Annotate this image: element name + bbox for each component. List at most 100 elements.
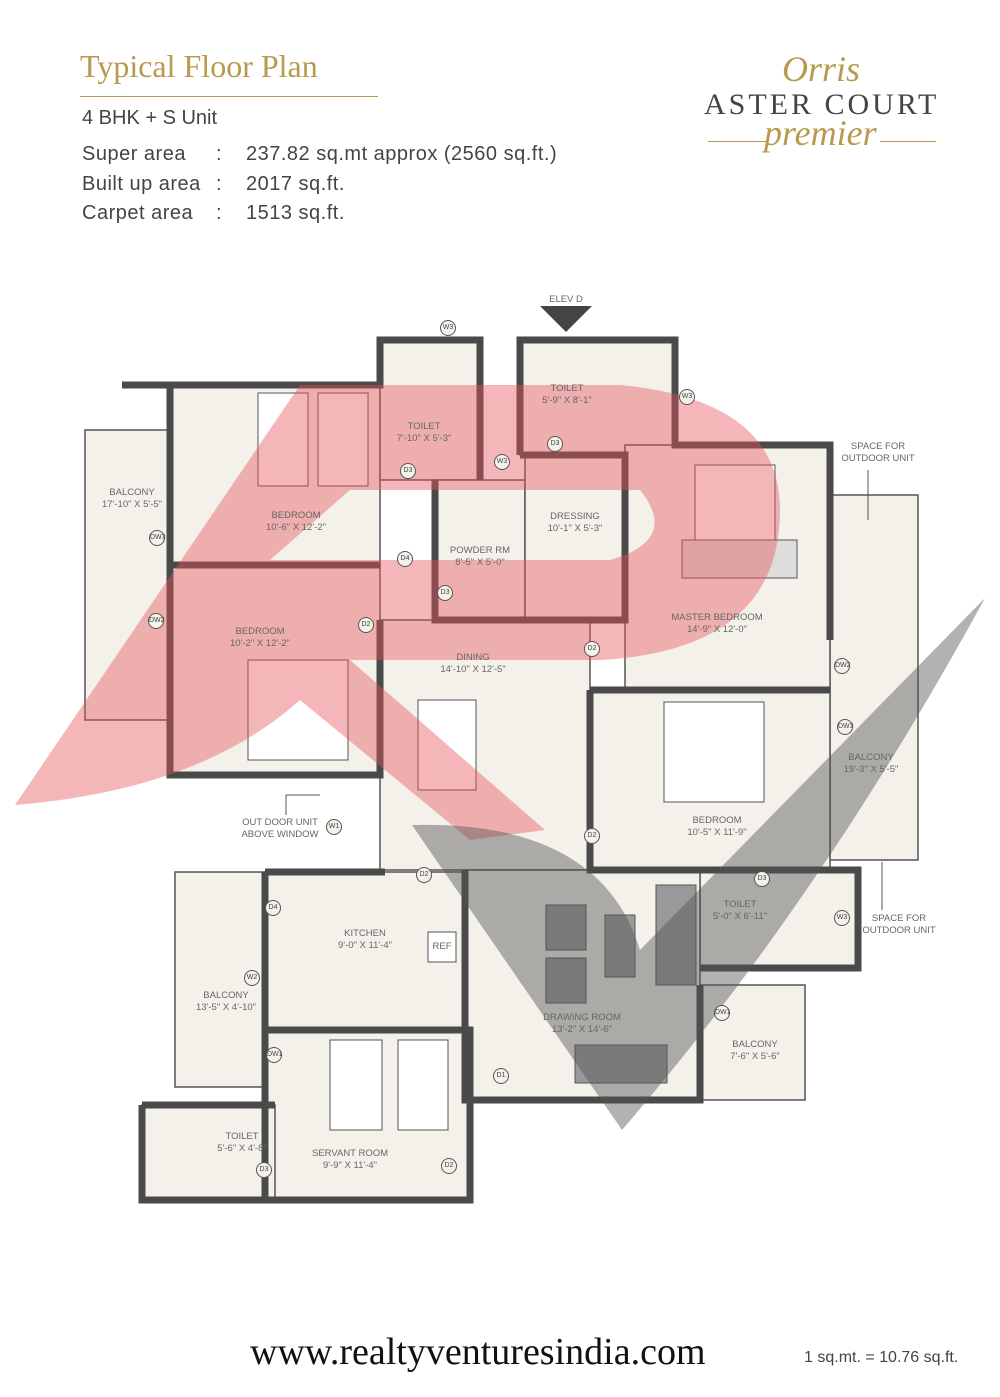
room-name: TOILET — [723, 899, 757, 910]
door-tag: DW3 — [149, 530, 166, 546]
rug — [681, 539, 798, 579]
room-size: 8'-5" X 5'-0" — [455, 557, 505, 568]
room-name: BEDROOM — [692, 815, 742, 826]
logo-orris: Orris — [782, 49, 861, 89]
room-name: TOILET — [550, 383, 584, 394]
unit-conversion: 1 sq.mt. = 10.76 sq.ft. — [804, 1349, 959, 1366]
dining-table — [417, 699, 477, 791]
spec-carpet-area: Carpet area: 1513 sq.ft. — [82, 202, 345, 225]
balcony-right — [829, 494, 919, 861]
spec-label: Super area — [82, 143, 186, 165]
bed-bedroom-3 — [663, 701, 765, 803]
room-size: 9'-9" X 11'-4" — [322, 1160, 378, 1171]
spec-value: 237.82 sq.mt approx (2560 sq.ft.) — [246, 143, 558, 165]
room-name: BEDROOM — [271, 510, 321, 521]
armchair — [545, 957, 587, 1004]
website-url[interactable]: www.realtyventuresindia.com — [250, 1331, 706, 1373]
unit-type: 4 BHK + S Unit — [82, 107, 218, 129]
sofa — [574, 1044, 668, 1084]
room-size: 19'-3" X 5'-5" — [843, 764, 899, 775]
logo-aster-court: ASTER COURT — [704, 88, 940, 121]
spec-sep: : — [216, 143, 223, 165]
door-tag: DW3 — [837, 719, 854, 735]
bed-bedroom-2 — [247, 659, 349, 761]
door-tag: D1 — [493, 1068, 509, 1084]
room-size: 14'-10" X 12'-5" — [440, 664, 506, 675]
room-size: 5'-6" X 4'-8" — [217, 1143, 267, 1154]
door-tag: D3 — [400, 463, 416, 479]
room-toilet-3 — [699, 869, 859, 969]
room-size: 10'-1" X 5'-3" — [547, 523, 603, 534]
door-tag: DW2 — [834, 658, 851, 674]
spec-super-area: Super area: 237.82 sq.mt approx (2560 sq.… — [82, 143, 557, 166]
bed-servant-b — [397, 1039, 449, 1131]
window-tag: W3 — [679, 389, 695, 405]
spec-value: 2017 sq.ft. — [246, 173, 345, 195]
watermark-logo-red — [15, 385, 780, 840]
room-size: 13'-5" X 4'-10" — [195, 1002, 257, 1013]
bed-1a — [257, 392, 309, 487]
balcony-drawing — [699, 984, 806, 1101]
spec-sep: : — [216, 202, 223, 224]
sofa — [655, 884, 697, 986]
window-tag: W1 — [326, 819, 342, 835]
room-name: BALCONY — [109, 487, 155, 498]
room-name: POWDER RM — [449, 545, 511, 556]
bed-1b — [317, 392, 369, 487]
door-tag: D2 — [416, 867, 432, 883]
spec-value: 1513 sq.ft. — [246, 202, 345, 224]
coffee-table — [604, 914, 636, 978]
armchair — [545, 904, 587, 951]
room-name: BALCONY — [203, 990, 249, 1001]
room-name: SERVANT ROOM — [311, 1148, 389, 1159]
fridge-label: REF — [432, 941, 452, 952]
elevation-label: ELEV D — [549, 294, 583, 305]
logo-premier: premier — [764, 113, 877, 153]
spec-built-up-area: Built up area:2017 sq.ft. — [82, 173, 345, 196]
room-size: 5'-9" X 8'-1" — [542, 395, 592, 406]
walls — [122, 336, 862, 1204]
balcony-left-top — [84, 429, 171, 721]
room-name: TOILET — [407, 421, 441, 432]
room-size: 9'-0" X 11'-4" — [337, 940, 393, 951]
room-size: 5'-0" X 6'-11" — [712, 911, 768, 922]
door-tag: D2 — [358, 617, 374, 633]
title-divider — [80, 96, 378, 97]
window-tag: W3 — [494, 454, 510, 470]
room-name: BALCONY — [848, 752, 894, 763]
door-tag: DW2 — [148, 613, 165, 629]
room-name: DINING — [456, 652, 490, 663]
spec-label: Carpet area — [82, 202, 194, 224]
outdoor-unit-note: SPACE FOR OUTDOOR UNIT — [862, 913, 936, 936]
room-name: BEDROOM — [235, 626, 285, 637]
page-title: Typical Floor Plan — [80, 48, 318, 84]
room-name: DRAWING ROOM — [543, 1012, 621, 1023]
room-name: TOILET — [225, 1131, 259, 1142]
window-tag: W2 — [244, 970, 260, 986]
door-tag: D3 — [437, 585, 453, 601]
room-toilet-1 — [379, 339, 481, 481]
room-size: 7'-10" X 5'-3" — [396, 433, 452, 444]
room-dining — [379, 619, 591, 871]
fridge — [427, 931, 457, 963]
door-tag: D4 — [265, 900, 281, 916]
